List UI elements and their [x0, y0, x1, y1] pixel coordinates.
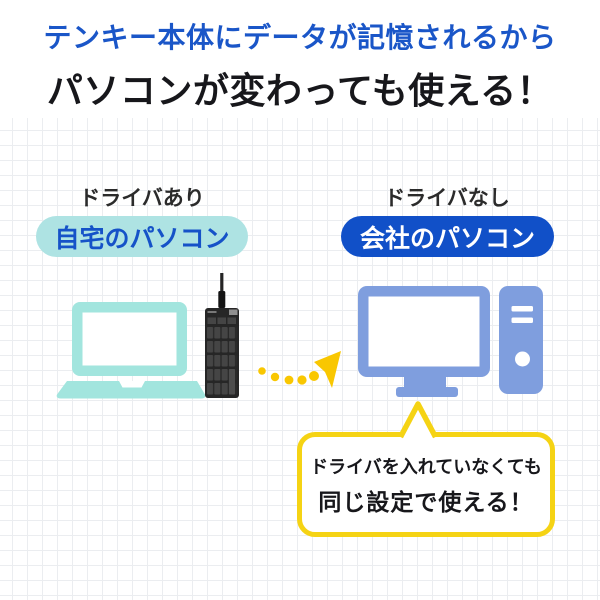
speech-bubble: ドライバを入れていなくても 同じ設定で使える！	[297, 432, 555, 537]
header: テンキー本体にデータが記憶されるから パソコンが変わっても使える！	[0, 16, 600, 114]
home-pc-badge: 自宅のパソコン	[36, 216, 248, 257]
page-subtitle: テンキー本体にデータが記憶されるから	[43, 22, 557, 53]
scenario-label-office: ドライバなし	[384, 187, 510, 210]
office-pc-badge: 会社のパソコン	[341, 216, 554, 257]
bubble-line-2: 同じ設定で使える！	[318, 488, 534, 515]
speech-bubble-tail	[398, 401, 438, 439]
scenario-label-home: ドライバあり	[79, 187, 205, 210]
bubble-line-1: ドライバを入れていなくても	[310, 456, 542, 477]
page-title: パソコンが変わっても使える！	[46, 70, 554, 111]
